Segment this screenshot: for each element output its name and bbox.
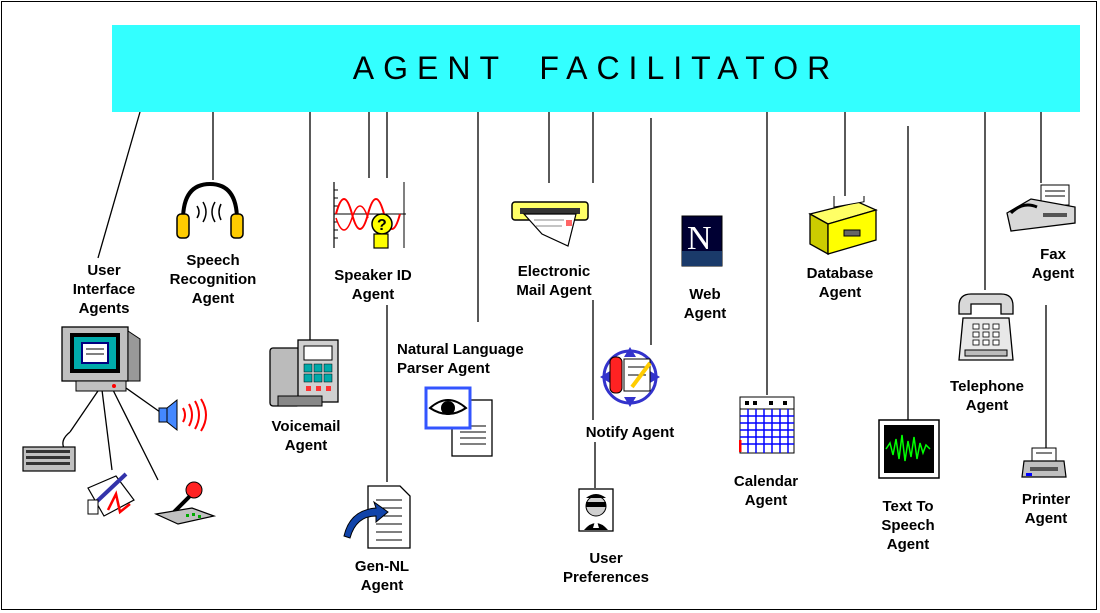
printer-icon bbox=[1020, 447, 1068, 481]
label-user-interface-agents: User Interface Agents bbox=[72, 262, 136, 317]
web-glyph: N bbox=[687, 220, 712, 257]
label-gen-nl-agent: Gen-NL Agent bbox=[354, 558, 410, 594]
oscilloscope-icon bbox=[878, 419, 940, 479]
database-drawer-icon bbox=[806, 196, 880, 258]
label-nl-parser-agent: Natural Language Parser Agent bbox=[397, 341, 524, 377]
agent-facilitator-bar: AGENT FACILITATOR bbox=[112, 25, 1080, 112]
fax-machine-icon bbox=[1003, 183, 1079, 235]
label-voicemail-agent: Voicemail Agent bbox=[271, 418, 341, 454]
voicemail-phone-icon bbox=[268, 338, 342, 410]
label-user-preferences: User Preferences bbox=[563, 550, 649, 586]
email-slot-icon bbox=[510, 198, 592, 250]
label-calendar-agent: Calendar Agent bbox=[733, 473, 799, 509]
telephone-icon bbox=[955, 290, 1017, 364]
calendar-grid-icon bbox=[739, 396, 795, 454]
label-notify-agent: Notify Agent bbox=[585, 424, 675, 441]
document-arrow-icon bbox=[340, 484, 416, 550]
label-fax-agent: Fax Agent bbox=[1031, 246, 1075, 282]
speaker-sound-icon bbox=[157, 398, 217, 432]
label-telephone-agent: Telephone Agent bbox=[950, 378, 1024, 414]
label-speech-recognition-agent: Speech Recognition Agent bbox=[169, 252, 257, 307]
headphones-icon bbox=[175, 180, 245, 244]
label-printer-agent: Printer Agent bbox=[1021, 491, 1071, 527]
cable-pen bbox=[101, 389, 113, 471]
keyboard-icon bbox=[22, 446, 76, 472]
svg-text:?: ? bbox=[377, 217, 387, 234]
label-speaker-id-agent: Speaker ID Agent bbox=[334, 267, 412, 303]
connector-user-interface bbox=[97, 111, 141, 259]
microphone-icon bbox=[152, 480, 218, 528]
cable-speaker bbox=[125, 387, 161, 413]
notify-phone-book-icon bbox=[598, 345, 662, 409]
label-database-agent: Database Agent bbox=[806, 265, 874, 301]
cable-keyboard bbox=[69, 387, 101, 433]
speaker-id-waveform-icon: ? bbox=[330, 178, 410, 254]
label-web-agent: Web Agent bbox=[683, 286, 727, 322]
label-email-agent: Electronic Mail Agent bbox=[516, 263, 592, 299]
computer-monitor-icon bbox=[60, 325, 142, 397]
eye-document-icon bbox=[424, 386, 498, 462]
pen-tablet-icon bbox=[82, 466, 140, 520]
web-browser-icon: N bbox=[681, 215, 723, 267]
facilitator-title: AGENT FACILITATOR bbox=[352, 50, 840, 86]
user-avatar-icon bbox=[578, 488, 614, 532]
label-text-to-speech-agent: Text To Speech Agent bbox=[881, 498, 935, 553]
cable-microphone bbox=[111, 387, 159, 481]
